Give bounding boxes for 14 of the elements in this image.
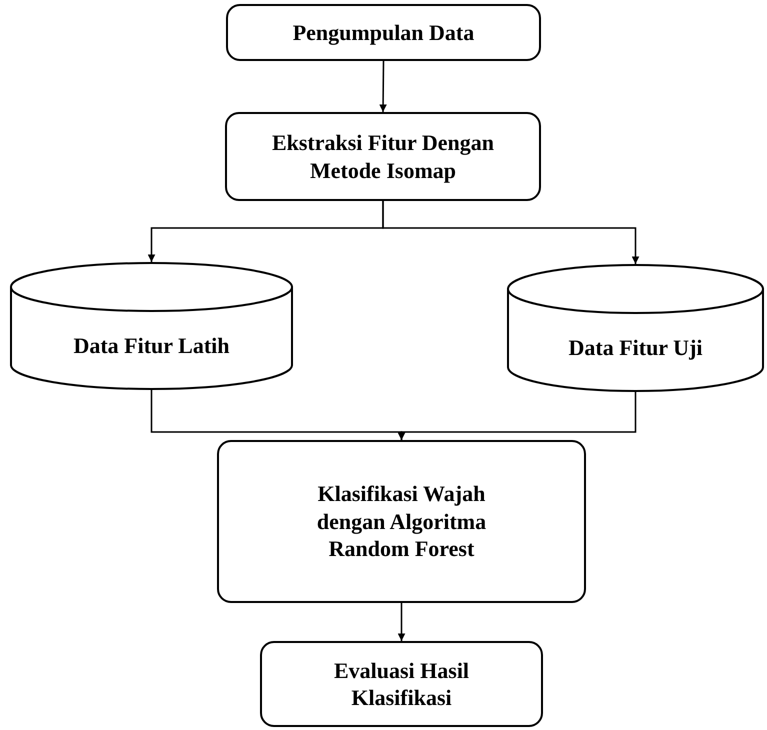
process-box: [260, 641, 543, 727]
node-label: Pengumpulan Data: [292, 18, 474, 46]
node-label: Evaluasi Hasil Klasifikasi: [332, 656, 470, 712]
node-label: Data Fitur Uji: [568, 334, 703, 362]
node-label: Data Fitur Latih: [73, 332, 230, 360]
process-box: [226, 4, 541, 61]
arrow: [398, 392, 636, 440]
process-box: [217, 440, 586, 603]
arrow: [382, 201, 640, 264]
arrow: [379, 61, 387, 112]
node-label: Ekstraksi Fitur Dengan Metode Isomap: [270, 129, 496, 184]
process-box: [225, 112, 541, 201]
arrow: [398, 603, 406, 641]
node-label: Klasifikasi Wajah dengan Algoritma Random Forest: [316, 480, 488, 563]
